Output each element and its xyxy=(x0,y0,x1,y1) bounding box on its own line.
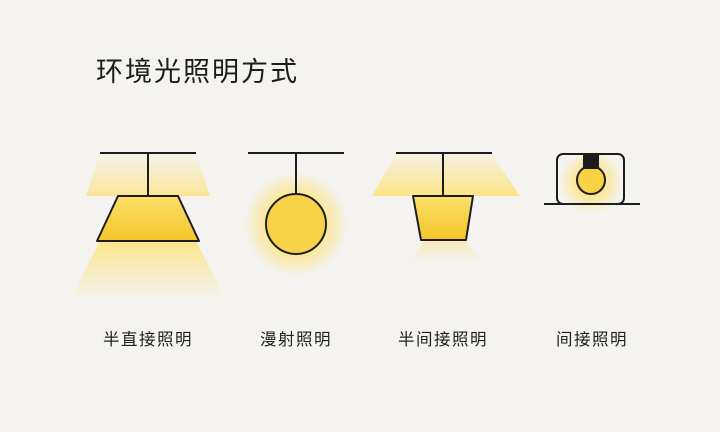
page-title: 环境光照明方式 xyxy=(96,57,299,88)
method-label-indirect: 间接照明 xyxy=(556,330,628,349)
method-label-diffuse: 漫射照明 xyxy=(260,330,332,349)
method-label-semi-indirect: 半间接照明 xyxy=(398,330,488,349)
semi-direct-lamp-icon xyxy=(70,152,226,300)
diffuse-lamp-icon xyxy=(244,152,348,276)
indirect-lamp-icon xyxy=(544,150,640,214)
semi-indirect-lamp-icon xyxy=(372,152,520,262)
method-label-semi-direct: 半直接照明 xyxy=(103,330,193,349)
